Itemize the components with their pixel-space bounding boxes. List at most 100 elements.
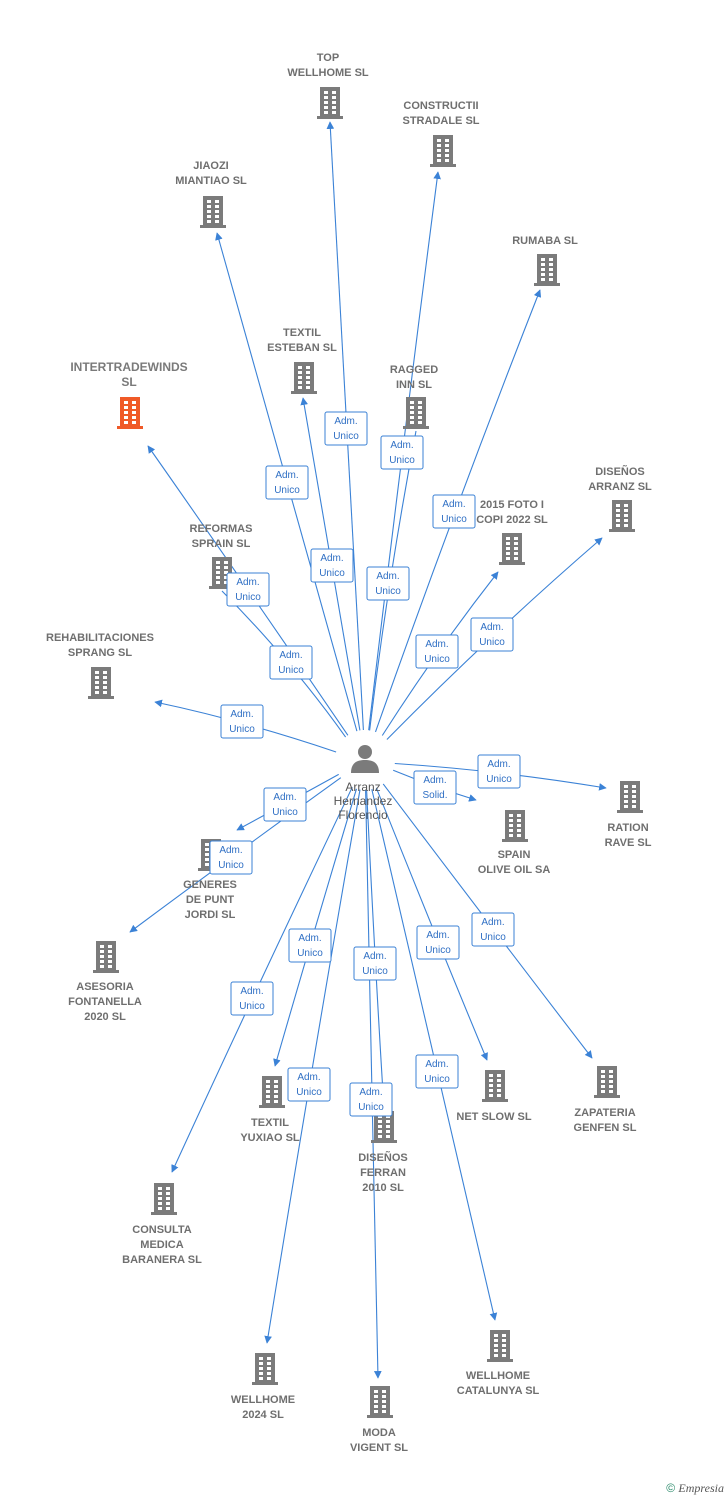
role-badge-ration-rave[interactable]: Adm.Unico [477, 754, 521, 789]
building-icon [430, 135, 456, 167]
role-badge-foto-copi[interactable]: Adm.Unico [415, 634, 459, 669]
edge-textil-yuxiao [273, 788, 358, 1067]
company-label: BARANERA SL [122, 1254, 202, 1266]
company-label: CONSTRUCTII [403, 100, 478, 112]
company-label: RAVE SL [605, 837, 652, 849]
role-badge-wellhome-catalunya[interactable]: Adm.Unico [415, 1054, 459, 1089]
role-badge-wellhome-2024[interactable]: Adm.Unico [287, 1067, 331, 1102]
role-badge-textil-yuxiao[interactable]: Adm.Unico [288, 928, 332, 963]
role-badge-reformas-sprain[interactable]: Adm.Unico [269, 645, 313, 680]
company-label: MEDICA [140, 1239, 183, 1251]
company-label: WELLHOME [466, 1370, 530, 1382]
role-badge-text: Adm. [275, 470, 298, 481]
company-node-wellhome-catalunya[interactable]: WELLHOME CATALUNYA SL [457, 1330, 540, 1397]
company-node-consulta[interactable]: CONSULTA MEDICA BARANERA SL [122, 1183, 202, 1266]
role-badge-text: Unico [272, 807, 298, 818]
company-label: INTERTRADEWINDS [70, 360, 187, 374]
company-label: WELLHOME SL [287, 67, 369, 79]
person-label: Florencio [338, 808, 388, 822]
role-badge-asesoria[interactable]: Adm.Unico [209, 840, 253, 875]
building-icon [594, 1066, 620, 1098]
company-label: ESTEBAN SL [267, 342, 337, 354]
role-badge-generes[interactable]: Adm.Unico [263, 787, 307, 822]
company-label: ARRANZ SL [588, 481, 652, 493]
company-node-spain-olive[interactable]: SPAIN OLIVE OIL SA [478, 810, 551, 876]
role-badge-text: Adm. [297, 1072, 320, 1083]
role-badge-text: Unico [278, 665, 304, 676]
company-label: 2020 SL [84, 1011, 126, 1023]
role-badge-text: Adm. [320, 553, 343, 564]
role-badge-text: Unico [229, 724, 255, 735]
building-icon [367, 1386, 393, 1418]
company-label: DISEÑOS [358, 1151, 408, 1164]
role-badge-textil-esteban[interactable]: Adm.Unico [310, 548, 354, 583]
role-badge-disenos-arranz[interactable]: Adm.Unico [470, 617, 514, 652]
company-node-rumaba[interactable]: RUMABA SL [512, 235, 578, 286]
company-label: ZAPATERIA [574, 1107, 635, 1119]
badges-layer: Adm.UnicoAdm.UnicoAdm.UnicoAdm.UnicoAdm.… [209, 411, 521, 1117]
building-icon [487, 1330, 513, 1362]
building-icon [499, 533, 525, 565]
company-label: 2024 SL [242, 1409, 284, 1421]
building-icon [403, 397, 429, 429]
role-badge-rumaba[interactable]: Adm.Unico [432, 494, 476, 529]
company-label: 2015 FOTO I [480, 499, 544, 511]
role-badge-moda-vigent[interactable]: Adm.Unico [349, 1082, 393, 1117]
company-node-net-slow[interactable]: NET SLOW SL [456, 1070, 532, 1123]
role-badge-text: Adm. [487, 759, 510, 770]
edge-net-slow [375, 787, 488, 1061]
company-label: 2010 SL [362, 1182, 404, 1194]
copyright-footer: © Empresia [666, 1481, 724, 1496]
role-badge-disenos-ferran[interactable]: Adm.Unico [353, 946, 397, 981]
company-label: OLIVE OIL SA [478, 864, 551, 876]
company-label: CATALUNYA SL [457, 1385, 540, 1397]
brand-logo: Empresia [678, 1481, 724, 1495]
role-badge-text: Unico [239, 1001, 265, 1012]
role-badge-zapateria[interactable]: Adm.Unico [471, 912, 515, 947]
role-badge-text: Unico [362, 966, 388, 977]
role-badge-text: Unico [235, 592, 261, 603]
company-label: REFORMAS [190, 523, 253, 535]
role-badge-intertradewinds[interactable]: Adm.Unico [226, 572, 270, 607]
company-label: RUMABA SL [512, 235, 578, 247]
company-label: FONTANELLA [68, 996, 142, 1008]
company-label: JORDI SL [185, 909, 236, 921]
role-badge-text: Unico [297, 948, 323, 959]
role-badge-text: Adm. [426, 930, 449, 941]
role-badge-constructii[interactable]: Adm.Unico [380, 435, 424, 470]
role-badge-net-slow[interactable]: Adm.Unico [416, 925, 460, 960]
edge-consulta [171, 786, 353, 1173]
building-icon [482, 1070, 508, 1102]
building-icon [117, 397, 143, 429]
role-badge-top-wellhome[interactable]: Adm.Unico [324, 411, 368, 446]
brand-name: mpresia [685, 1481, 724, 1495]
company-label: SPAIN [498, 849, 531, 861]
person-label: Arranz [345, 780, 380, 794]
role-badge-consulta[interactable]: Adm.Unico [230, 981, 274, 1016]
company-label: CONSULTA [132, 1224, 192, 1236]
role-badge-jiaozi[interactable]: Adm.Unico [265, 465, 309, 500]
building-icon [617, 781, 643, 813]
role-badge-ragged-inn[interactable]: Adm.Unico [366, 566, 410, 601]
company-label: MODA [362, 1427, 396, 1439]
role-badge-spain-olive[interactable]: Adm.Solid. [413, 770, 457, 805]
role-badge-rehabilitaciones[interactable]: Adm.Unico [220, 704, 264, 739]
